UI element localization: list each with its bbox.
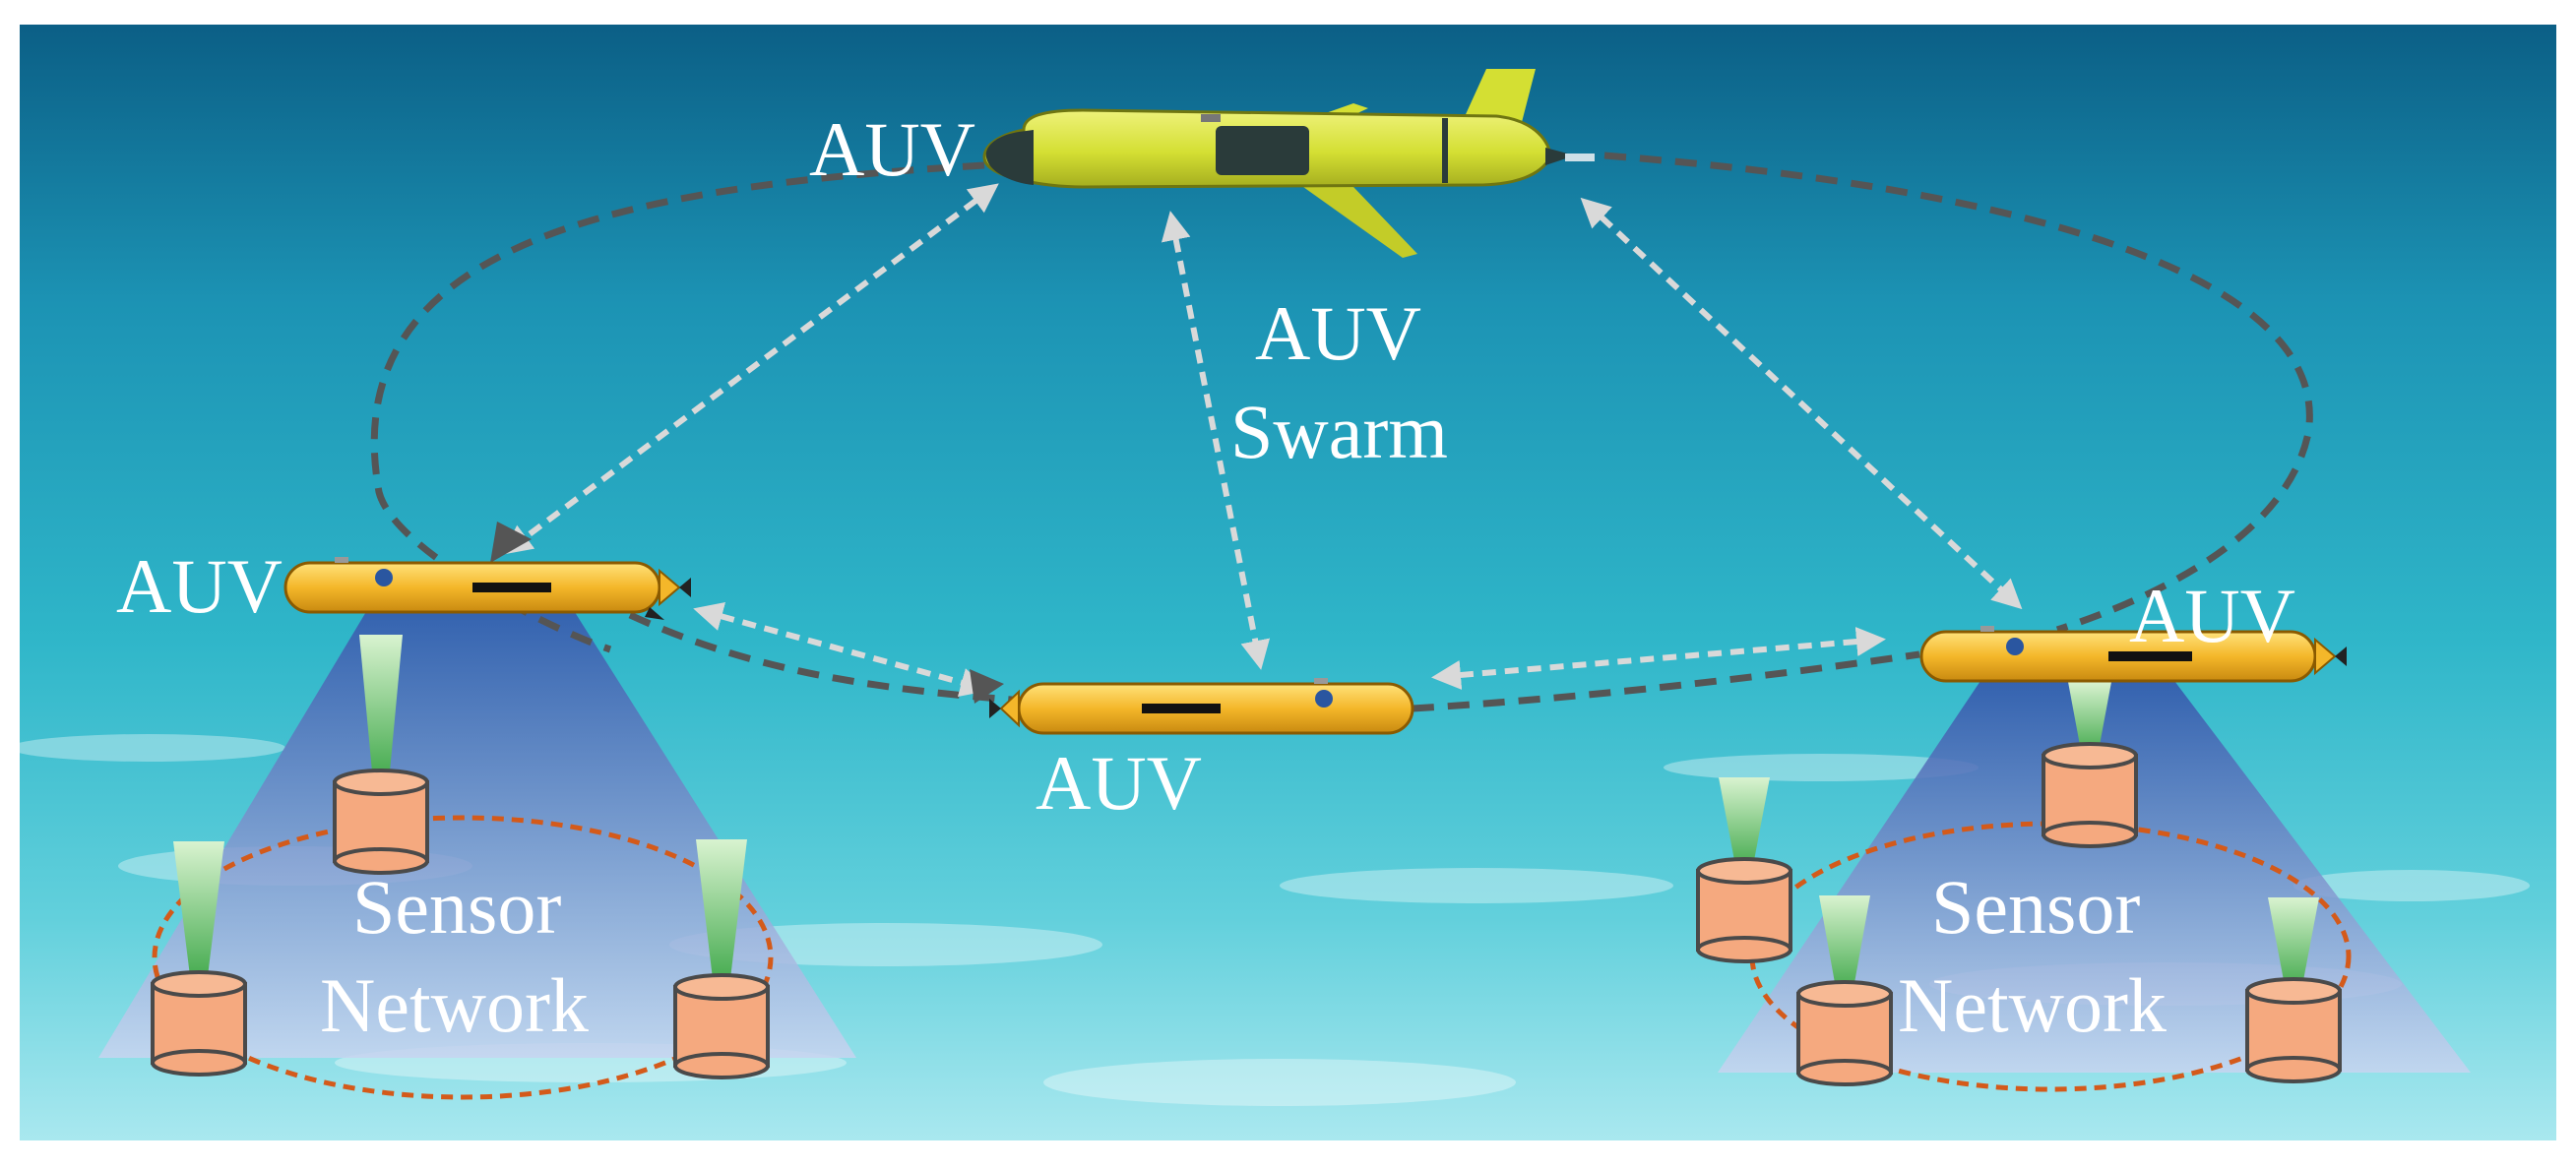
sensor-node: [1796, 895, 1893, 1086]
left-sensor-link: [152, 815, 774, 1100]
sensor-network-right-line1: Sensor: [1931, 864, 2140, 950]
auv-center: [989, 678, 1414, 735]
sensor-node: [1696, 777, 1792, 963]
sensor-node: [151, 841, 247, 1077]
comm-top-right: [1580, 197, 2023, 610]
auv-label-left: AUV: [116, 543, 283, 629]
comm-top-center: [1161, 211, 1271, 670]
sensor-network-right-line2: Network: [1898, 962, 2167, 1048]
auv-label-top: AUV: [809, 106, 975, 192]
left-sensor-nodes: [151, 635, 770, 1079]
glider-auv-top: [982, 69, 1595, 258]
orbit-arrowheads: [490, 522, 1004, 704]
right-sensor-nodes: [1696, 682, 2342, 1086]
sensor-node: [2245, 897, 2342, 1083]
left-sonar-beam: [98, 590, 856, 1058]
sensor-network-left-line2: Network: [320, 962, 589, 1048]
comm-top-left: [502, 183, 999, 555]
auv-right: [1919, 626, 2347, 683]
auv-left: [283, 557, 691, 620]
swarm-label-line2: Swarm: [1230, 389, 1448, 474]
comm-links: [502, 183, 2023, 698]
sensor-node: [2042, 682, 2138, 848]
swarm-label-line1: AUV: [1255, 290, 1421, 376]
sensor-network-left-line1: Sensor: [352, 864, 561, 950]
comm-left-center: [693, 601, 990, 698]
sensor-node: [673, 839, 770, 1079]
comm-center-right: [1431, 627, 1886, 690]
auv-label-right: AUV: [2129, 573, 2295, 658]
sensor-node: [333, 635, 429, 875]
auv-label-center: AUV: [1036, 740, 1202, 826]
